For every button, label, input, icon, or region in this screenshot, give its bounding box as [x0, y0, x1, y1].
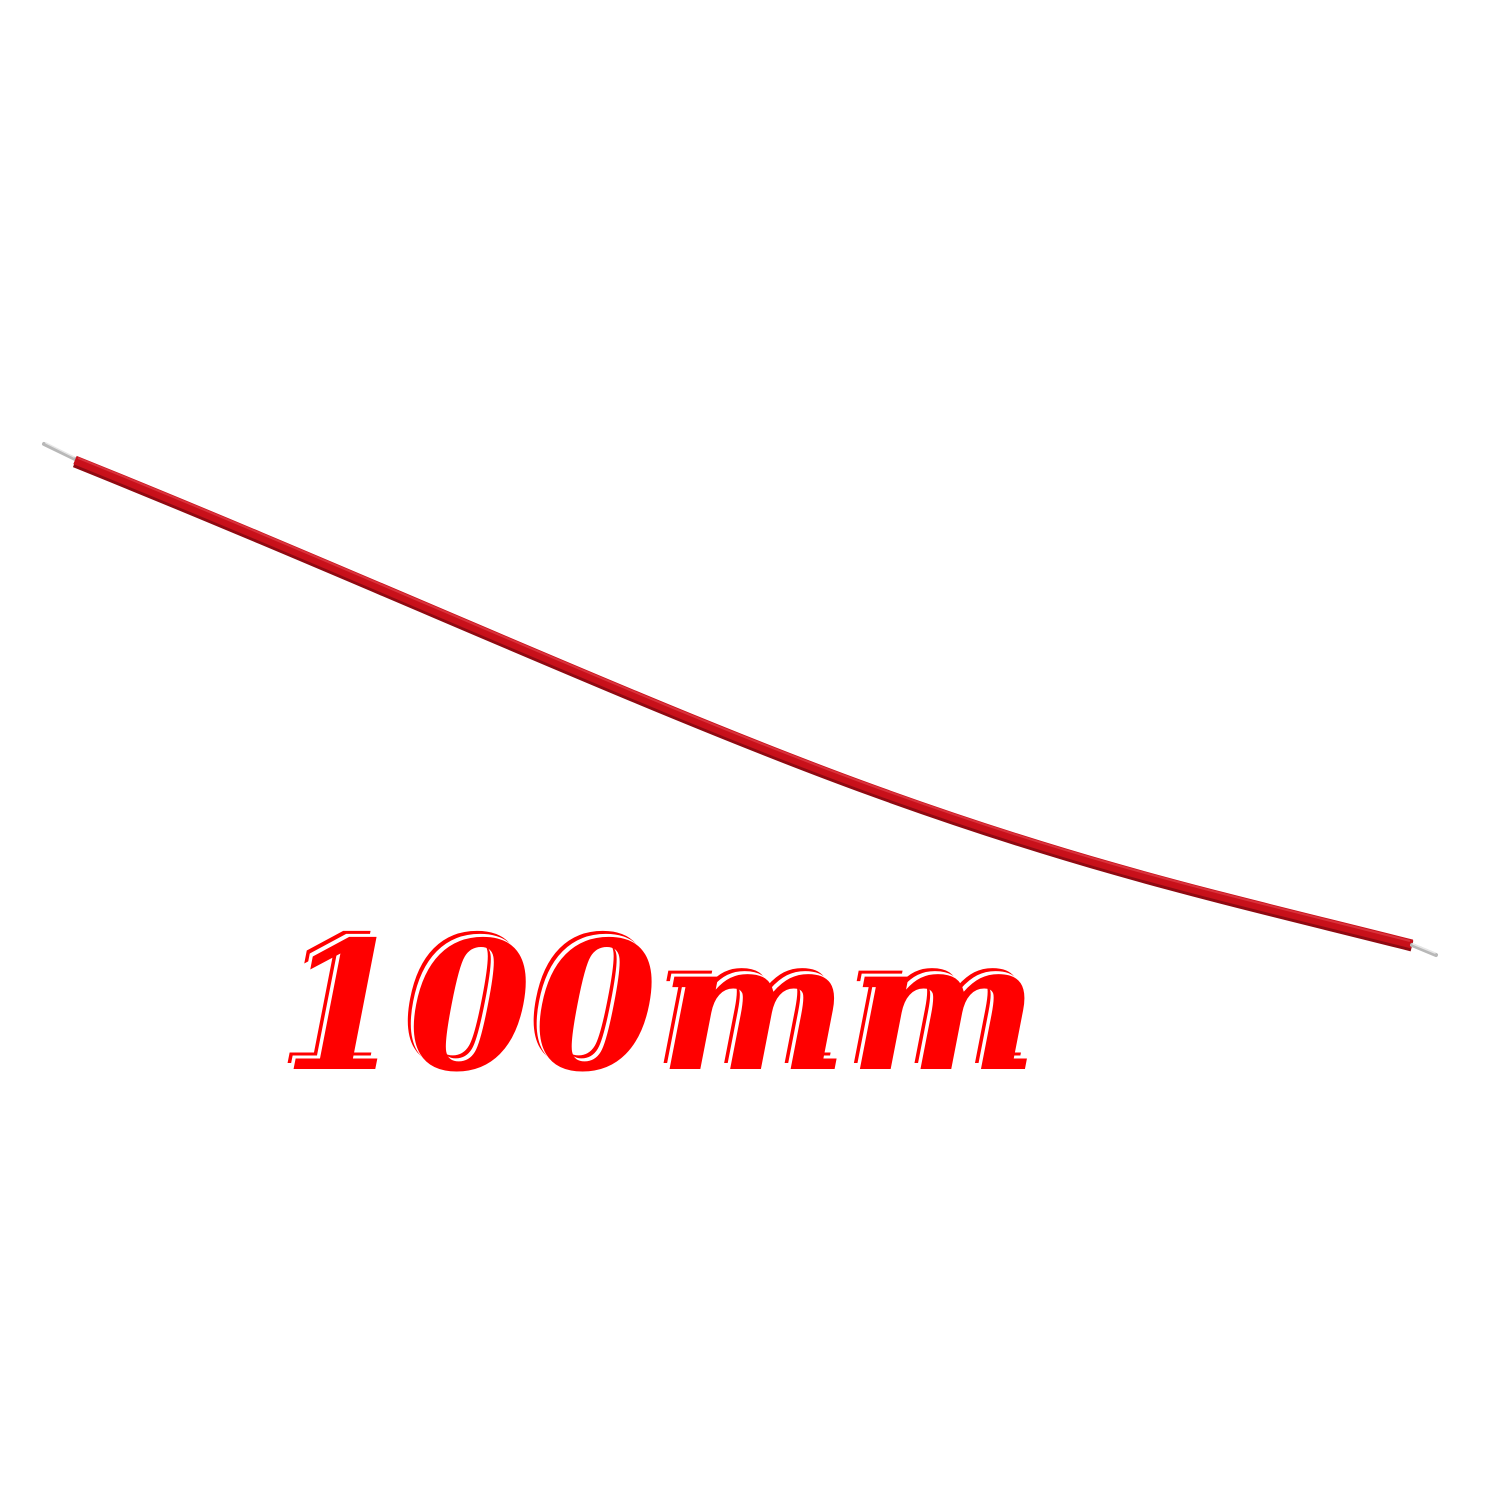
right-conductor-tip [1410, 943, 1438, 957]
left-conductor-highlight [45, 442, 75, 458]
length-label: 100mm [282, 902, 1041, 1111]
left-conductor-tip [42, 442, 77, 461]
right-conductor-highlight [1412, 943, 1436, 954]
red-wire [73, 455, 1414, 949]
wire-highlight [77, 457, 1411, 942]
wire-shadow [72, 456, 1414, 952]
